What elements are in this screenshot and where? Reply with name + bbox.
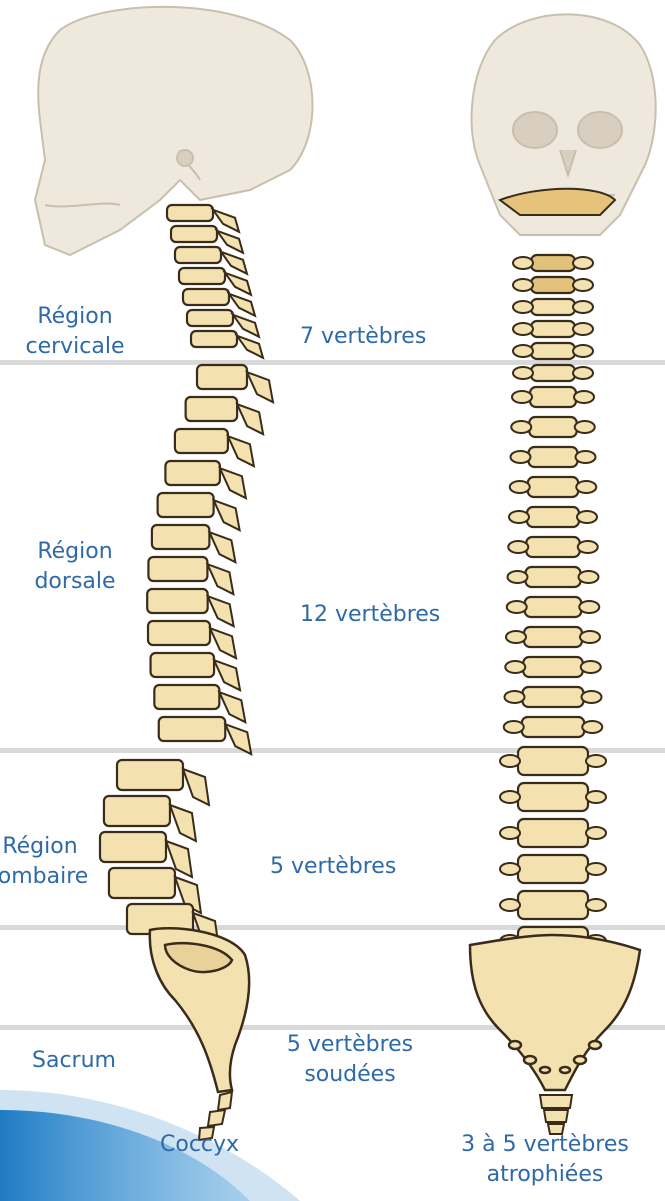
vertebra-side (191, 331, 263, 358)
sacrum-front (470, 935, 640, 1090)
region-label-sacrum: Sacrum (32, 1046, 116, 1076)
sacrum-side (150, 928, 249, 1092)
count-coccyx-line2: atrophiées (440, 1160, 650, 1190)
count-label-lumbar: 5 vertèbres (270, 852, 396, 882)
region-dorsal-line1: Région (0, 537, 155, 567)
count-sacrum-line2: soudées (270, 1060, 430, 1090)
vertebra-front (500, 783, 606, 811)
vertebra-front (513, 255, 593, 271)
vertebra-front (508, 537, 598, 557)
region-lumbar-line2: lombaire (0, 862, 120, 892)
vertebra-front (505, 657, 601, 677)
count-sacrum-line1: 5 vertèbres (270, 1030, 430, 1060)
vertebra-front (511, 417, 595, 437)
vertebra-front (509, 507, 597, 527)
vertebra-front (508, 567, 599, 587)
region-cervical-line2: cervicale (0, 332, 155, 362)
vertebra-front (513, 321, 593, 337)
region-label-coccyx: Coccyx (160, 1130, 239, 1160)
count-coccyx-line1: 3 à 5 vertèbres (440, 1130, 650, 1160)
vertebra-front (506, 627, 600, 647)
region-label-cervical: Région cervicale (0, 302, 155, 362)
vertebra-front (500, 855, 606, 883)
skull-front-icon (472, 14, 656, 235)
count-label-coccyx: 3 à 5 vertèbres atrophiées (440, 1130, 650, 1190)
vertebra-front (505, 687, 602, 707)
vertebra-front (513, 277, 593, 293)
region-label-lumbar: Région lombaire (0, 832, 120, 892)
vertebra-front (500, 819, 606, 847)
region-lumbar-line1: Région (0, 832, 120, 862)
vertebra-front (513, 365, 593, 381)
count-label-sacrum: 5 vertèbres soudées (270, 1030, 430, 1090)
region-dorsal-line2: dorsale (0, 567, 155, 597)
vertebra-front (512, 387, 594, 407)
region-label-dorsal: Région dorsale (0, 537, 155, 597)
vertebra-front (500, 891, 606, 919)
coccyx-front (540, 1095, 572, 1134)
region-cervical-line1: Région (0, 302, 155, 332)
count-label-cervical: 7 vertèbres (300, 322, 426, 352)
vertebra-front (511, 447, 596, 467)
vertebra-front (510, 477, 597, 497)
vertebra-front (513, 299, 593, 315)
vertebra-front (504, 717, 603, 737)
vertebra-front (507, 597, 600, 617)
vertebra-front (513, 343, 593, 359)
count-label-dorsal: 12 vertèbres (300, 600, 440, 630)
